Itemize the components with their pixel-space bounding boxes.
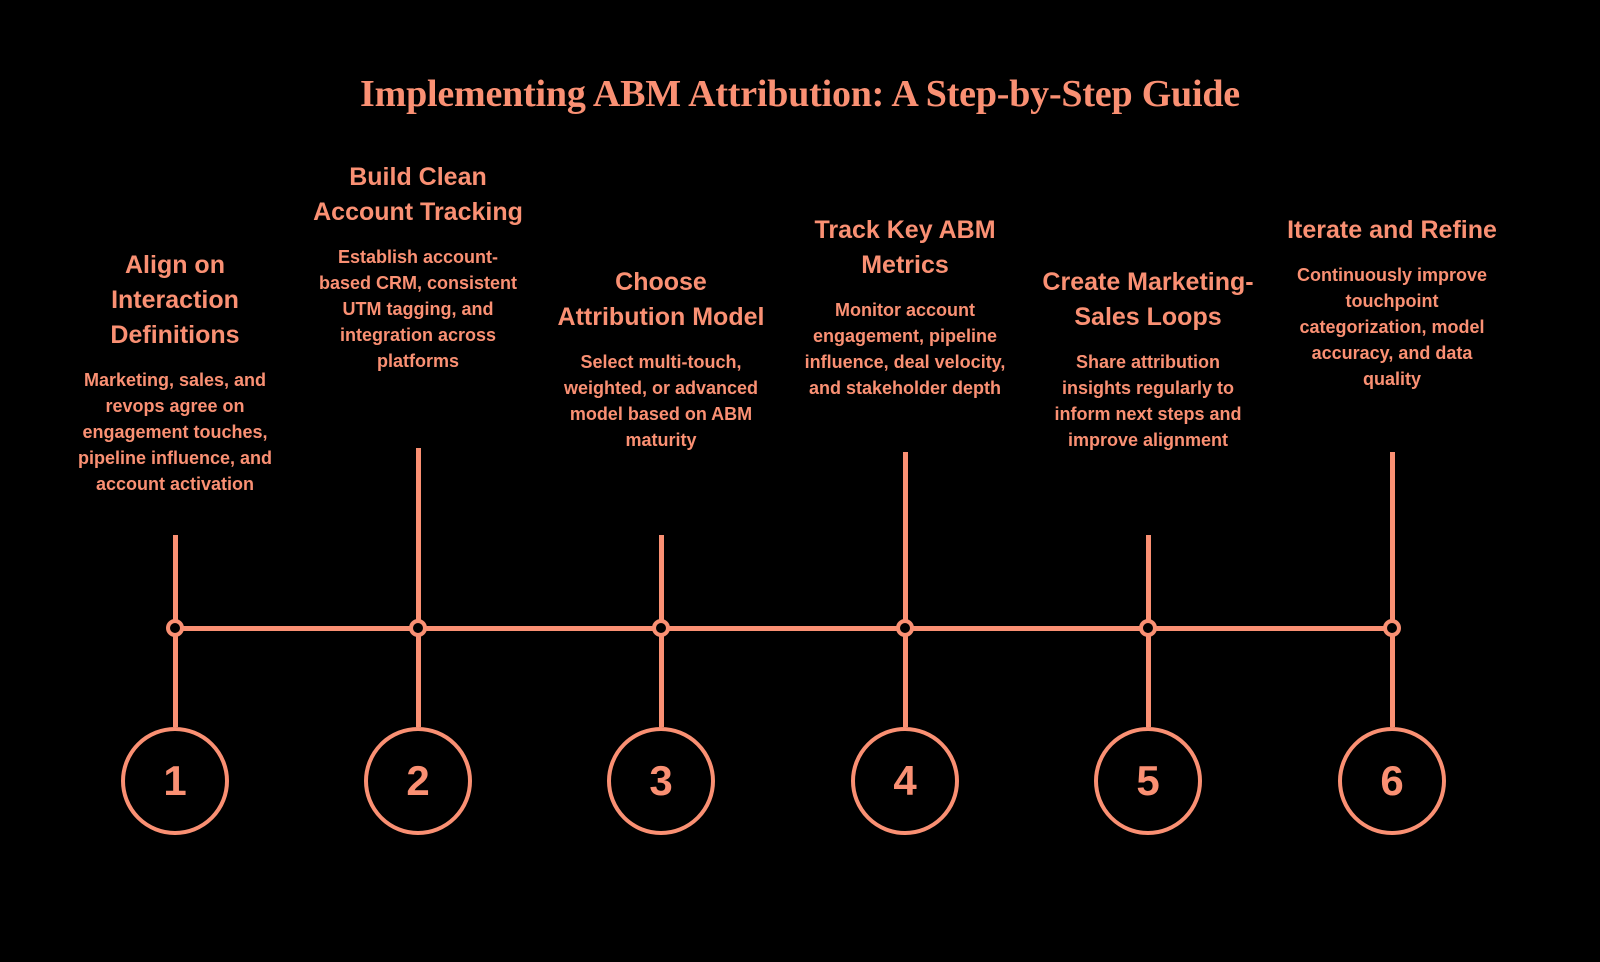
step-number-marker-5[interactable]: 5 xyxy=(1094,727,1202,835)
page-title: Implementing ABM Attribution: A Step-by-… xyxy=(360,73,1240,115)
step-number-label: 4 xyxy=(893,757,917,804)
timeline-node-2[interactable] xyxy=(409,619,427,637)
step-description-6: Continuously improve touchpoint categori… xyxy=(1296,265,1487,389)
connector-stem-down-2 xyxy=(415,628,421,727)
timeline-node-4[interactable] xyxy=(896,619,914,637)
step-description-1: Marketing, sales, and revops agree on en… xyxy=(77,370,273,494)
step-number-marker-2[interactable]: 2 xyxy=(364,727,472,835)
step-heading-6: Iterate and Refine xyxy=(1287,216,1497,244)
step-number-label: 6 xyxy=(1380,757,1404,804)
connector-stem-down-3 xyxy=(658,628,664,727)
connector-stem-down-1 xyxy=(172,628,178,727)
step-number-label: 5 xyxy=(1136,757,1160,804)
timeline-node-3[interactable] xyxy=(652,619,670,637)
step-number-marker-4[interactable]: 4 xyxy=(851,727,959,835)
step-heading-3: Choose Attribution Model xyxy=(557,268,765,331)
step-number-label: 2 xyxy=(406,757,430,804)
timeline-node-1[interactable] xyxy=(166,619,184,637)
connector-stem-down-5 xyxy=(1145,628,1151,727)
connector-stem-up-6 xyxy=(1389,452,1395,628)
timeline-axis-line xyxy=(175,626,1392,631)
step-heading-4: Track Key ABM Metrics xyxy=(814,216,996,279)
step-heading-1: Align on Interaction Definitions xyxy=(110,251,240,349)
timeline-node-6[interactable] xyxy=(1383,619,1401,637)
connector-stem-down-4 xyxy=(902,628,908,727)
step-description-3: Select multi-touch, weighted, or advance… xyxy=(563,352,759,450)
step-heading-5: Create Marketing-Sales Loops xyxy=(1042,268,1254,331)
step-number-label: 1 xyxy=(163,757,187,804)
timeline-node-5[interactable] xyxy=(1139,619,1157,637)
step-description-2: Establish account-based CRM, consistent … xyxy=(318,247,518,371)
connector-stem-up-2 xyxy=(415,448,421,628)
step-number-marker-6[interactable]: 6 xyxy=(1338,727,1446,835)
step-description-4: Monitor account engagement, pipeline inf… xyxy=(804,300,1006,398)
step-number-label: 3 xyxy=(649,757,673,804)
connector-stem-up-1 xyxy=(172,535,178,628)
connector-stem-up-5 xyxy=(1145,535,1151,628)
step-heading-2: Build Clean Account Tracking xyxy=(313,163,523,226)
connector-stem-up-4 xyxy=(902,452,908,628)
connector-stem-up-3 xyxy=(658,535,664,628)
connector-stem-down-6 xyxy=(1389,628,1395,727)
step-number-marker-1[interactable]: 1 xyxy=(121,727,229,835)
step-description-5: Share attribution insights regularly to … xyxy=(1054,352,1242,450)
step-number-marker-3[interactable]: 3 xyxy=(607,727,715,835)
